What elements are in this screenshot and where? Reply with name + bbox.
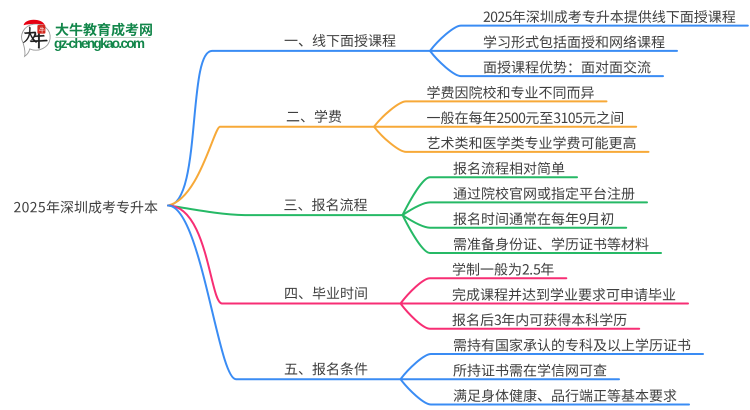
svg-text:gz-chengkao.com: gz-chengkao.com <box>54 36 145 51</box>
